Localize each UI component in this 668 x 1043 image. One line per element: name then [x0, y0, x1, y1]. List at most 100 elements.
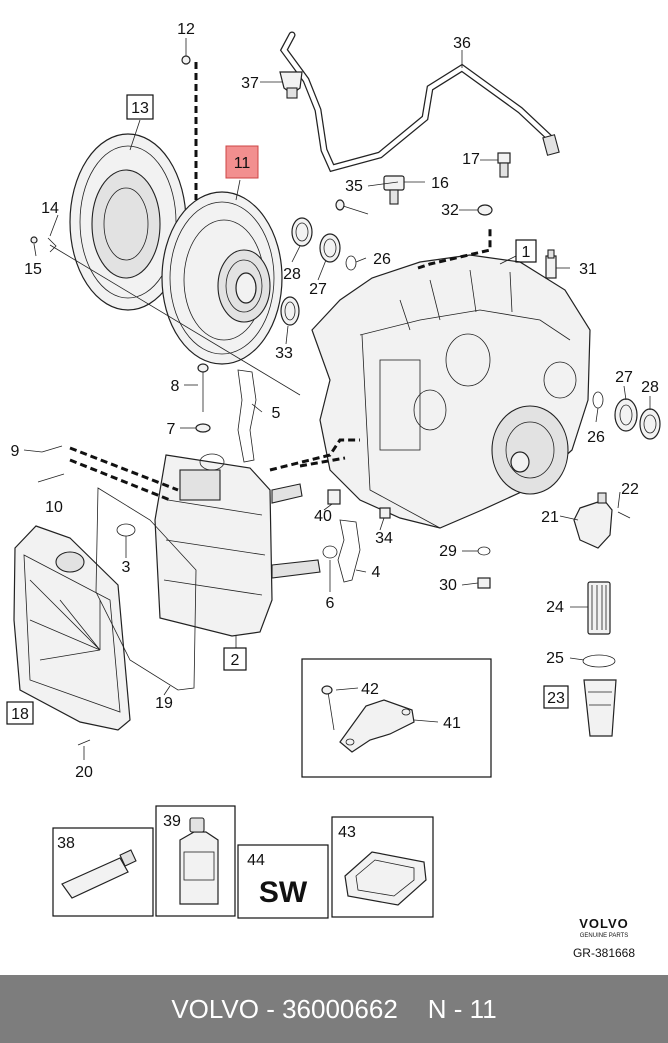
brand-name: VOLVO	[579, 916, 629, 931]
label-30: 30	[439, 577, 457, 594]
oil-pan	[13, 525, 131, 731]
label-7: 7	[167, 421, 176, 438]
label-44: 44	[247, 852, 265, 869]
label-36: 36	[453, 35, 471, 52]
label-32: 32	[441, 202, 459, 219]
o-ring-26-left	[345, 255, 357, 271]
label-42: 42	[361, 681, 379, 698]
box-43-gasket: 43	[331, 816, 434, 918]
label-24: 24	[546, 599, 564, 616]
bolt-9	[41, 445, 63, 453]
box-44-sw: 44 SW	[237, 844, 329, 919]
seal-6	[322, 545, 338, 559]
bolt-35	[335, 199, 369, 215]
washer-7	[195, 423, 211, 433]
bolt-12	[181, 55, 191, 65]
label-39: 39	[163, 813, 181, 830]
detail-inset-bracket: 42 41	[301, 658, 492, 778]
label-37: 37	[241, 75, 259, 92]
label-33: 33	[275, 345, 293, 362]
label-40: 40	[314, 508, 332, 525]
seal-27-right	[614, 398, 638, 432]
label-box-2	[223, 647, 247, 671]
label-21: 21	[541, 509, 559, 526]
label-28-left: 28	[283, 266, 301, 283]
clip-14	[47, 237, 57, 253]
dash-line-10	[69, 458, 171, 502]
dash-line-32	[417, 226, 492, 270]
label-9: 9	[11, 443, 20, 460]
seal-27-left	[319, 233, 341, 263]
label-41: 41	[443, 715, 461, 732]
label-6: 6	[326, 595, 335, 612]
part-labels: 12 37 36 13 11 17 35 16 32 14 15 28 27 2…	[6, 21, 659, 781]
label-25: 25	[546, 650, 564, 667]
o-ring-26-right	[592, 391, 604, 409]
label-31: 31	[579, 261, 597, 278]
transmission-housing	[311, 254, 591, 529]
label-2: 2	[231, 652, 240, 669]
breather-hose	[279, 31, 560, 173]
label-14: 14	[41, 200, 59, 217]
label-4: 4	[372, 564, 381, 581]
o-ring-29	[477, 546, 491, 556]
label-35: 35	[345, 178, 363, 195]
label-box-23	[543, 685, 569, 709]
label-12: 12	[177, 21, 195, 38]
plug-32	[477, 204, 493, 216]
box-39-fluid-bottle: 39	[155, 805, 236, 917]
bolt-10	[37, 473, 65, 483]
label-18: 18	[11, 706, 29, 723]
leader-lines	[23, 38, 651, 760]
label-10: 10	[45, 499, 63, 516]
label-box-18	[6, 701, 34, 725]
seal-28-right	[639, 408, 661, 440]
footer-position: N - 11	[427, 993, 497, 1024]
label-43: 43	[338, 824, 356, 841]
box-38-sealant: 38	[52, 827, 154, 917]
label-box-13	[126, 94, 154, 120]
brand-block: VOLVO GENUINE PARTS GR-381668	[573, 916, 635, 960]
gasket-4	[337, 519, 361, 583]
dash-line-40	[299, 456, 346, 468]
highlight-box-11	[225, 145, 259, 179]
label-26-right: 26	[587, 429, 605, 446]
valve-body	[154, 453, 321, 637]
sw-mark: SW	[259, 876, 308, 909]
seal-28-left	[291, 217, 313, 247]
bolt-22	[617, 511, 631, 519]
label-23: 23	[547, 690, 565, 707]
exploded-parts-diagram: 12 37 36 13 11 17 35 16 32 14 15 28 27 2…	[6, 21, 661, 960]
label-28-right: 28	[641, 379, 659, 396]
label-27-right: 27	[615, 369, 633, 386]
o-ring-25	[582, 654, 616, 668]
drain-plug-30	[477, 577, 491, 589]
footer-bar: VOLVO - 36000662 N - 11	[0, 975, 668, 1043]
bolt-20	[77, 739, 91, 746]
label-16: 16	[431, 175, 449, 192]
label-38: 38	[57, 835, 75, 852]
speed-sensor-16	[383, 175, 405, 205]
filter-cover-23	[583, 679, 617, 737]
label-19: 19	[155, 695, 173, 712]
sensor-31	[545, 249, 557, 279]
fitting-40	[327, 489, 341, 505]
label-29: 29	[439, 543, 457, 560]
label-26-left: 26	[373, 251, 391, 268]
torque-converter	[161, 191, 283, 365]
gasket-5	[237, 369, 257, 463]
label-20: 20	[75, 764, 93, 781]
oil-pan-gasket	[95, 487, 197, 691]
label-11: 11	[234, 155, 251, 172]
dash-line-valve-body	[269, 438, 360, 472]
seal-33	[280, 296, 300, 326]
pin-15	[30, 236, 38, 244]
label-box-1	[515, 239, 537, 263]
label-5: 5	[272, 405, 281, 422]
label-8: 8	[171, 378, 180, 395]
breather-valve-17	[497, 152, 511, 178]
seal-3	[116, 523, 136, 537]
filter-housing-21	[573, 492, 613, 549]
label-22: 22	[621, 481, 639, 498]
label-3: 3	[122, 559, 131, 576]
